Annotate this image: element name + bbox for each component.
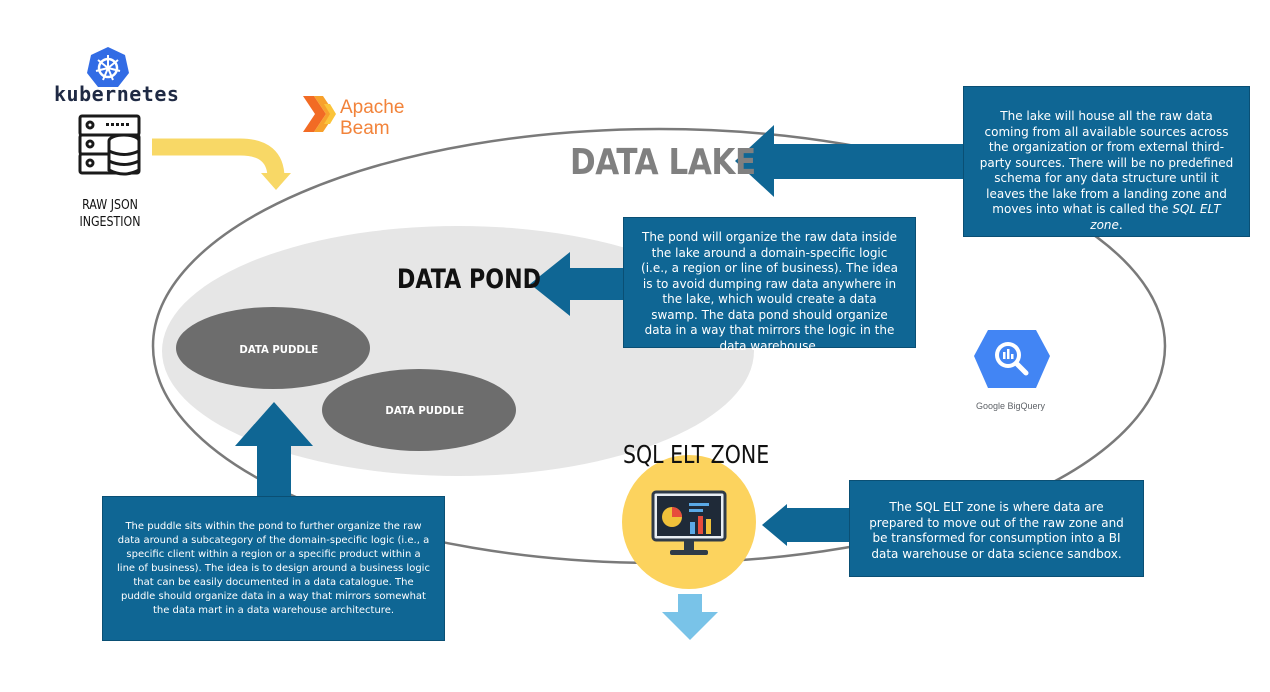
output-arrow <box>662 594 718 640</box>
kubernetes-helm-icon <box>87 47 129 87</box>
ingestion-arrow <box>152 138 291 190</box>
puddle-arrow <box>235 402 313 497</box>
sql-elt-arrow <box>762 504 850 546</box>
lake-description-end: . <box>1118 217 1123 232</box>
pond-description-box: The pond will organize the raw data insi… <box>623 217 916 353</box>
bigquery-wordmark: Google BigQuery <box>976 401 1046 411</box>
sql-elt-description-text: The SQL ELT zone is where data are prepa… <box>869 500 1124 561</box>
data-lake-label: DATA LAKE <box>570 142 756 183</box>
lake-description-emphasis: SQL ELT zone <box>1090 202 1221 232</box>
sql-elt-description-box: The SQL ELT zone is where data are prepa… <box>849 480 1144 577</box>
beam-word-1: Apache <box>340 97 405 118</box>
server-database-icon <box>78 114 141 176</box>
data-puddle-1-label: DATA PUDDLE <box>239 343 319 356</box>
data-pond-label: DATA POND <box>397 264 541 295</box>
puddle-description-box: The puddle sits within the pond to furth… <box>102 496 445 641</box>
bigquery-logo-icon <box>974 330 1050 388</box>
data-puddle-2-label: DATA PUDDLE <box>385 404 465 417</box>
apache-beam-wordmark: Apache Beam <box>340 97 404 139</box>
pond-description-text: The pond will organize the raw data insi… <box>641 230 898 353</box>
lake-arrow <box>735 125 963 197</box>
lake-description-box: The lake will house all the raw data com… <box>963 86 1250 237</box>
monitor-chart-icon <box>651 490 727 555</box>
kubernetes-wordmark: kubernetes <box>54 82 180 106</box>
lake-description-text: The lake will house all the raw data com… <box>979 109 1234 216</box>
puddle-description-text: The puddle sits within the pond to furth… <box>117 521 430 616</box>
server-dots <box>106 123 129 126</box>
data-puddle-2-shape <box>322 369 516 451</box>
pond-arrow <box>530 252 624 316</box>
beam-word-2: Beam <box>340 118 390 139</box>
apache-beam-logo-icon <box>303 96 336 132</box>
raw-label-line-1: RAW JSON <box>82 198 138 213</box>
raw-label-line-2: INGESTION <box>79 215 141 230</box>
raw-json-ingestion-label: RAW JSON INGESTION <box>68 197 153 231</box>
data-puddle-1-shape <box>176 307 370 389</box>
sql-elt-zone-label: SQL ELT ZONE <box>623 440 770 469</box>
